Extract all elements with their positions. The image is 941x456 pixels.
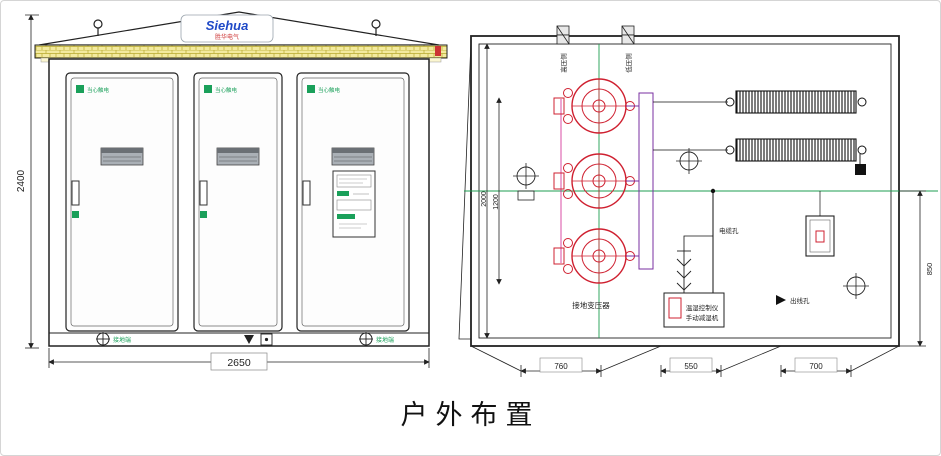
- brand-logo-text: Siehua: [206, 18, 249, 33]
- ground-terminal-icon: [359, 332, 373, 346]
- plan-dim-left-inner-label: 1200: [493, 194, 500, 210]
- door-1: 当心触电: [65, 72, 179, 332]
- section-mark: [458, 40, 472, 340]
- plan-dim-bottom-3: 700: [809, 362, 823, 371]
- resistor-terminal-box: [855, 164, 866, 175]
- corner-marker: [435, 46, 441, 56]
- center-arrow-icon: [244, 335, 254, 344]
- ground-label-right: 接地端: [376, 336, 394, 344]
- control-box: 温湿控制仪 手动减湿机: [663, 292, 725, 328]
- cable-drop: [683, 188, 716, 293]
- dehumidifier-label: 手动减湿机: [686, 313, 719, 322]
- plan-dim-bottom-1: 760: [554, 362, 568, 371]
- hv-side-label: 高压侧: [559, 53, 568, 73]
- cable-entry-icon: [621, 25, 635, 45]
- cable-entry-icon: [556, 25, 570, 45]
- warning-label: 当心触电: [307, 85, 341, 94]
- outlet-label: 出线孔: [790, 296, 810, 305]
- door-2: 当心触电: [193, 72, 283, 332]
- door-handle: [302, 180, 311, 206]
- center-socket-dot: [264, 337, 269, 342]
- auxiliary-cabinet: [805, 191, 835, 257]
- brand-logo: Siehua 胜华电气: [180, 14, 274, 43]
- lv-side-label: 低压侧: [624, 53, 633, 73]
- vent-louver-icon: [331, 147, 375, 166]
- width-dimension: 2650: [48, 348, 430, 371]
- outlet-arrow-icon: [776, 295, 786, 305]
- roof-brick-band: [34, 44, 448, 59]
- vent-louver-icon: [100, 147, 144, 166]
- vent-louver-icon: [216, 147, 260, 166]
- plan-left-dimensions: 2000 1200: [481, 43, 502, 339]
- warning-label-text: 当心触电: [215, 86, 238, 94]
- resistor-bank-2: [725, 138, 867, 162]
- warning-label: 当心触电: [204, 85, 238, 94]
- door-3: 当心触电: [296, 72, 410, 332]
- width-dimension-label: 2650: [227, 357, 251, 369]
- plan-dim-bottom-2: 550: [684, 362, 698, 371]
- height-dimension: 2400: [16, 14, 39, 349]
- plan-dim-right-label: 850: [925, 263, 934, 276]
- control-box-label: 温湿控制仪: [686, 303, 719, 312]
- lifting-hook-icon: [371, 19, 381, 36]
- resistor-bank-1: [725, 90, 867, 114]
- ground-terminal-icon: [96, 332, 110, 346]
- nameplate-panel: [332, 170, 376, 238]
- anchor-base: [517, 190, 535, 201]
- roof: Siehua 胜华电气: [34, 11, 448, 63]
- door-lock-indicator: [72, 211, 79, 218]
- plan-view: 电缆孔 温湿控制仪 手动减湿机 接地变压器 出线孔: [458, 25, 938, 377]
- door-lock-indicator: [200, 211, 207, 218]
- elevation-view: 2400 Siehua 胜华电气: [16, 11, 448, 371]
- busbar-frame: [626, 92, 654, 270]
- outlet-label-group: 出线孔: [776, 295, 810, 305]
- warning-label: 当心触电: [76, 85, 110, 94]
- ground-label-left: 接地端: [113, 336, 131, 344]
- cable-hole-label: 电缆孔: [719, 226, 739, 235]
- warning-label-text: 当心触电: [87, 86, 110, 94]
- plan-right-dimension: 850: [899, 190, 934, 347]
- plan-dim-left-outer-label: 2000: [481, 191, 488, 207]
- page-title: 户外布置: [400, 400, 541, 431]
- height-dimension-label: 2400: [16, 169, 27, 192]
- plan-bottom-dimensions: 760 550 700: [470, 345, 900, 377]
- door-handle: [71, 180, 80, 206]
- brand-logo-subtext: 胜华电气: [215, 33, 239, 41]
- lifting-hook-icon: [93, 19, 103, 36]
- door-handle: [199, 180, 208, 206]
- transformer-label: 接地变压器: [572, 300, 610, 310]
- warning-label-text: 当心触电: [318, 86, 341, 94]
